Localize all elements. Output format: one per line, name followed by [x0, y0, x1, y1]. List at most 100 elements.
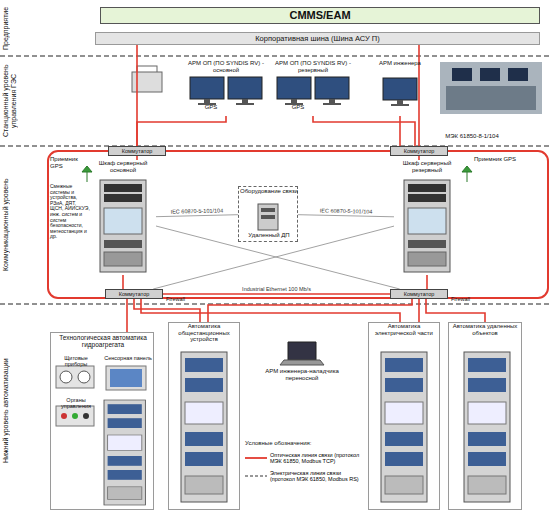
level-band: Нижний уровень автоматизации Технологичес… [0, 304, 552, 517]
node-title: Корпоративная шина (Шина АСУ П) [96, 33, 539, 44]
automation-group: Технологическая автоматика гидроагрегата… [50, 332, 154, 510]
annotation: АРМ инженера-наладчика переносной [256, 368, 348, 381]
annotation: Условные обозначения: [245, 440, 355, 447]
node-title: АРМ инженера [368, 60, 432, 67]
network-line [122, 275, 124, 289]
panel-devices [106, 366, 146, 390]
level-title: Предприятие [2, 0, 28, 56]
annotation: GPS [283, 104, 313, 111]
node-title: Шкаф серверный основной [90, 160, 156, 173]
node-title: Оборудование связи [239, 188, 299, 195]
panel-devices [110, 369, 142, 387]
gps-antenna [462, 166, 472, 172]
node-title: АРМ ОП (ПО SYNDIS RV) - основной [185, 60, 267, 73]
network-line [141, 299, 400, 322]
control-room-photo [440, 62, 542, 114]
laptop-icon [288, 342, 316, 360]
network-switch: Коммутатор [390, 146, 448, 156]
annotation: Смежные системы и устройства, РЗиА, ДЯТ,… [50, 184, 90, 240]
node-text: Сенсорная панель [103, 355, 153, 361]
server-cabinet-icon [100, 180, 450, 272]
control-room-photo [446, 86, 536, 110]
communication-equipment-icon [261, 208, 275, 212]
control-room-photo [508, 68, 528, 81]
node-title: Автоматика общестанционных устройств [169, 323, 239, 343]
panel-devices [56, 366, 94, 388]
network-line [134, 299, 200, 322]
annotation: GPS [196, 104, 226, 111]
legend-row: Оптическая линия связи (протокол МЭК 618… [245, 452, 365, 464]
network-switch: Коммутатор [105, 289, 163, 299]
workstation: АРМ ОП (ПО SYNDIS RV) - основной [185, 60, 267, 116]
panel-devices [61, 413, 67, 419]
node-text: Органы управления [53, 397, 99, 409]
panel-devices [60, 371, 72, 383]
legend-row: Электрическая линия связи (протокол МЭК … [245, 470, 365, 482]
node-title: Коммутатор [106, 290, 162, 298]
annotation: Firewall [451, 296, 481, 302]
automation-rack-icon [104, 352, 510, 505]
legend-line-sample [245, 473, 267, 479]
edge-label: IEC 60870-5-101/104 [171, 207, 224, 214]
control-room-photo [480, 68, 500, 81]
data-link-line [298, 215, 394, 217]
monitor-icon [315, 77, 349, 105]
workstation: АРМ инженера [368, 60, 432, 116]
network-line [399, 116, 401, 146]
edge-label: Industrial Ethernet 100 Mb/s [242, 286, 311, 292]
annotation: Приемник GPS [474, 156, 518, 163]
network-switch: Коммутатор [108, 146, 166, 156]
level-separator [0, 146, 552, 147]
level-title: Коммуникационный уровень [2, 146, 28, 304]
network-line [313, 116, 415, 146]
network-line [137, 116, 226, 146]
level-title: Нижний уровень автоматизации [2, 304, 28, 517]
network-line [426, 275, 428, 289]
monitor-icon [190, 77, 417, 106]
communication-equipment-icon [261, 215, 275, 219]
network-switch: Коммутатор [390, 289, 448, 299]
gps-antenna [467, 172, 468, 182]
level-title: Станционный уровень управления ГЭС [2, 56, 28, 146]
node-title: АРМ ОП (ПО SYNDIS RV) - резервный [272, 60, 354, 73]
level-band: Предприятие CMMS/EAM Корпоративная шина (Ш… [0, 0, 552, 56]
workstation: АРМ ОП (ПО SYNDIS RV) - резервный [272, 60, 354, 116]
level-separator [0, 56, 552, 57]
node-text: Удаленный ДП [239, 232, 299, 239]
network-line [418, 156, 420, 160]
monitor-icon [277, 77, 311, 105]
laptop-icon [280, 342, 324, 365]
remote-dispatch: Оборудование связиУдаленный ДП [238, 186, 298, 242]
network-line [208, 299, 412, 322]
legend-text: Оптическая линия связи (протокол МЭК 618… [270, 452, 365, 464]
server-cabinet: Шкаф серверный резервный [394, 160, 460, 275]
monitor-icon [190, 77, 224, 105]
level-band: Станционный уровень управления ГЭС АРМ ОП… [0, 56, 552, 146]
data-link-line [153, 226, 394, 289]
network-line [426, 299, 485, 322]
node-title: Коммутатор [391, 147, 447, 155]
network-line [136, 156, 138, 160]
node-title: CMMS/EAM [101, 8, 539, 23]
level-separator [0, 56, 552, 304]
data-link-line [156, 215, 238, 217]
gps-antenna [82, 166, 92, 172]
node-title: Автоматика удаленных объектов [449, 323, 521, 336]
panel-devices [72, 413, 78, 419]
server-cabinet: Шкаф серверный основной [90, 160, 156, 275]
bus-bar: Корпоративная шина (Шина АСУ П) [95, 32, 540, 45]
node-title: Автоматика электрической части [369, 323, 439, 336]
automation-group: Автоматика удаленных объектов [448, 322, 522, 510]
node-title: Технологическая автоматика гидроагрегата [51, 334, 155, 349]
communication-frame [48, 151, 548, 298]
legend-line-sample [245, 476, 267, 477]
monitor-icon [228, 77, 262, 105]
legend-line-sample [245, 455, 267, 461]
control-room-photo [440, 62, 542, 114]
network-line [126, 299, 128, 332]
annotation: Приемник GPS [50, 156, 84, 169]
